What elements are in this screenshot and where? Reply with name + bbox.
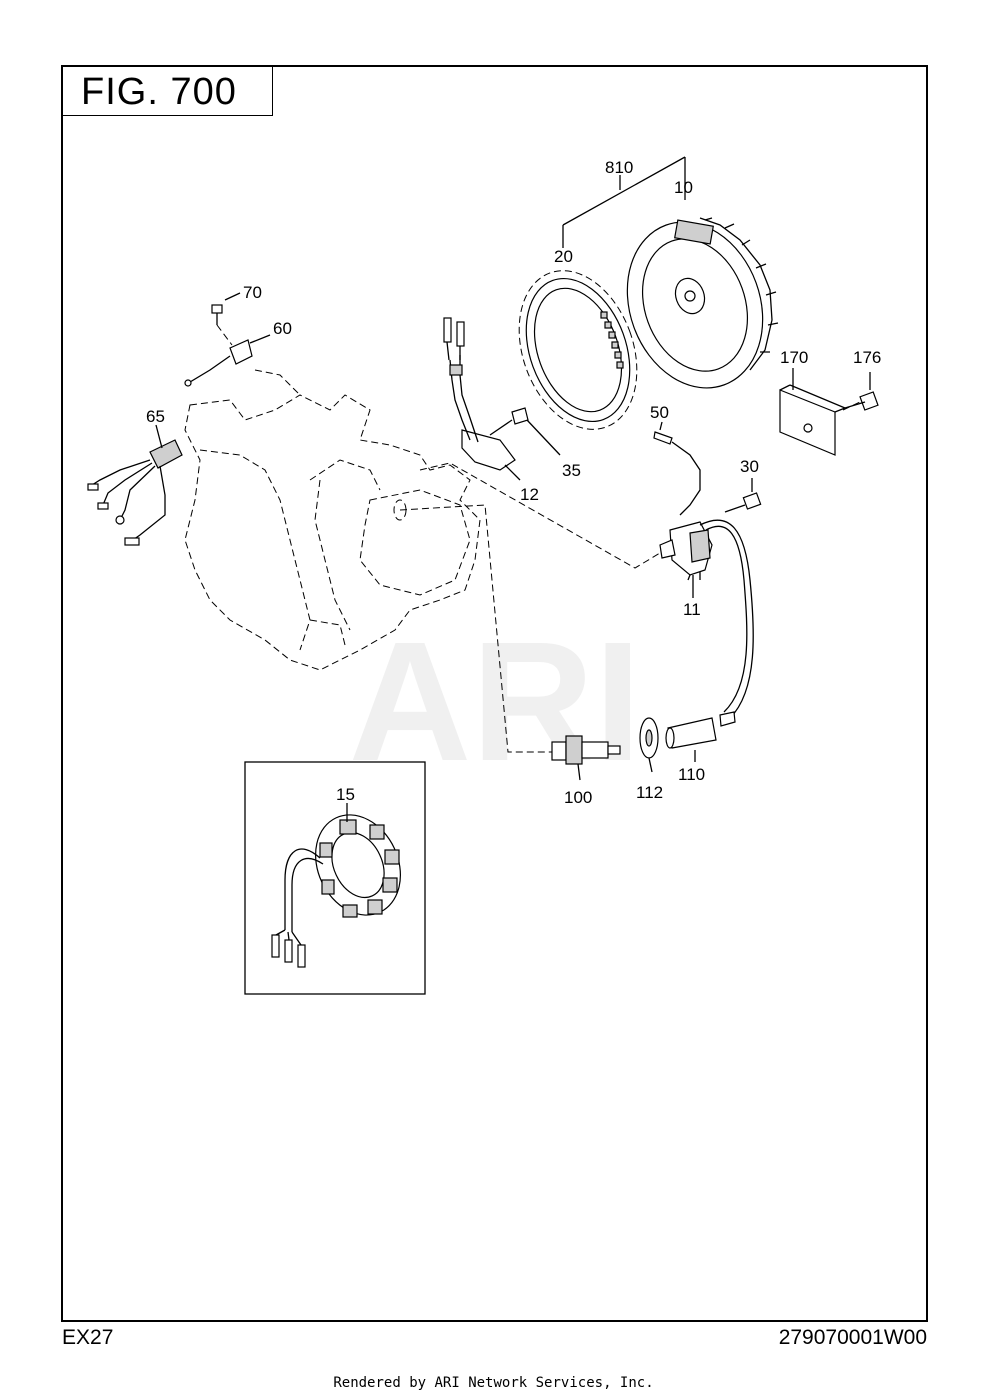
model-label: EX27 bbox=[62, 1326, 114, 1349]
drawing-frame bbox=[61, 65, 928, 1322]
bolt-30-part bbox=[724, 478, 762, 513]
callout-810: 810 bbox=[605, 158, 633, 177]
assembly-leader-lines bbox=[399, 401, 861, 753]
ring-gear-part bbox=[518, 270, 638, 430]
callout-10: 10 bbox=[674, 178, 693, 197]
engine-block-outline bbox=[184, 369, 481, 671]
rendered-by-credit: Rendered by ARI Network Services, Inc. bbox=[333, 1375, 654, 1391]
bracket-60-part bbox=[184, 324, 271, 387]
ht-lead-110-part bbox=[665, 519, 754, 762]
callout-20: 20 bbox=[554, 247, 573, 266]
coil-12-part bbox=[443, 317, 521, 481]
callout-110: 110 bbox=[678, 765, 705, 784]
figure-title: FIG. 700 bbox=[81, 71, 237, 113]
watermark-text: ARI bbox=[349, 607, 642, 797]
callout-70: 70 bbox=[243, 283, 262, 302]
callout-11: 11 bbox=[683, 600, 701, 619]
callout-50: 50 bbox=[650, 403, 669, 422]
callout-112: 112 bbox=[636, 783, 663, 802]
callout-65: 65 bbox=[146, 407, 165, 426]
callout-12: 12 bbox=[520, 485, 539, 504]
harness-65-part bbox=[87, 424, 183, 546]
bolt-35-part bbox=[489, 407, 561, 456]
ignition-coil-11-part bbox=[659, 521, 713, 598]
callout-30: 30 bbox=[740, 457, 759, 476]
plate-170-part bbox=[779, 368, 847, 456]
spark-plug-100-part bbox=[551, 735, 621, 781]
figure-title-box bbox=[61, 65, 273, 116]
flywheel-part bbox=[626, 217, 779, 389]
cap-112-part bbox=[639, 717, 659, 773]
callout-60: 60 bbox=[273, 319, 292, 338]
drawing-part-number: 279070001W00 bbox=[778, 1326, 927, 1349]
stator-15-inset bbox=[244, 761, 426, 995]
callout-100: 100 bbox=[564, 788, 592, 807]
lead-50-part bbox=[653, 421, 701, 516]
callout-810-bracket bbox=[562, 156, 686, 248]
bolt-176-part bbox=[844, 372, 879, 411]
callout-15: 15 bbox=[336, 785, 355, 804]
callout-176: 176 bbox=[853, 348, 881, 367]
callout-170: 170 bbox=[780, 348, 808, 367]
callout-35: 35 bbox=[562, 461, 581, 480]
bolt-70-part bbox=[211, 292, 241, 325]
callout-labels: 810 10 20 70 60 65 35 12 50 170 176 30 1… bbox=[146, 158, 881, 807]
